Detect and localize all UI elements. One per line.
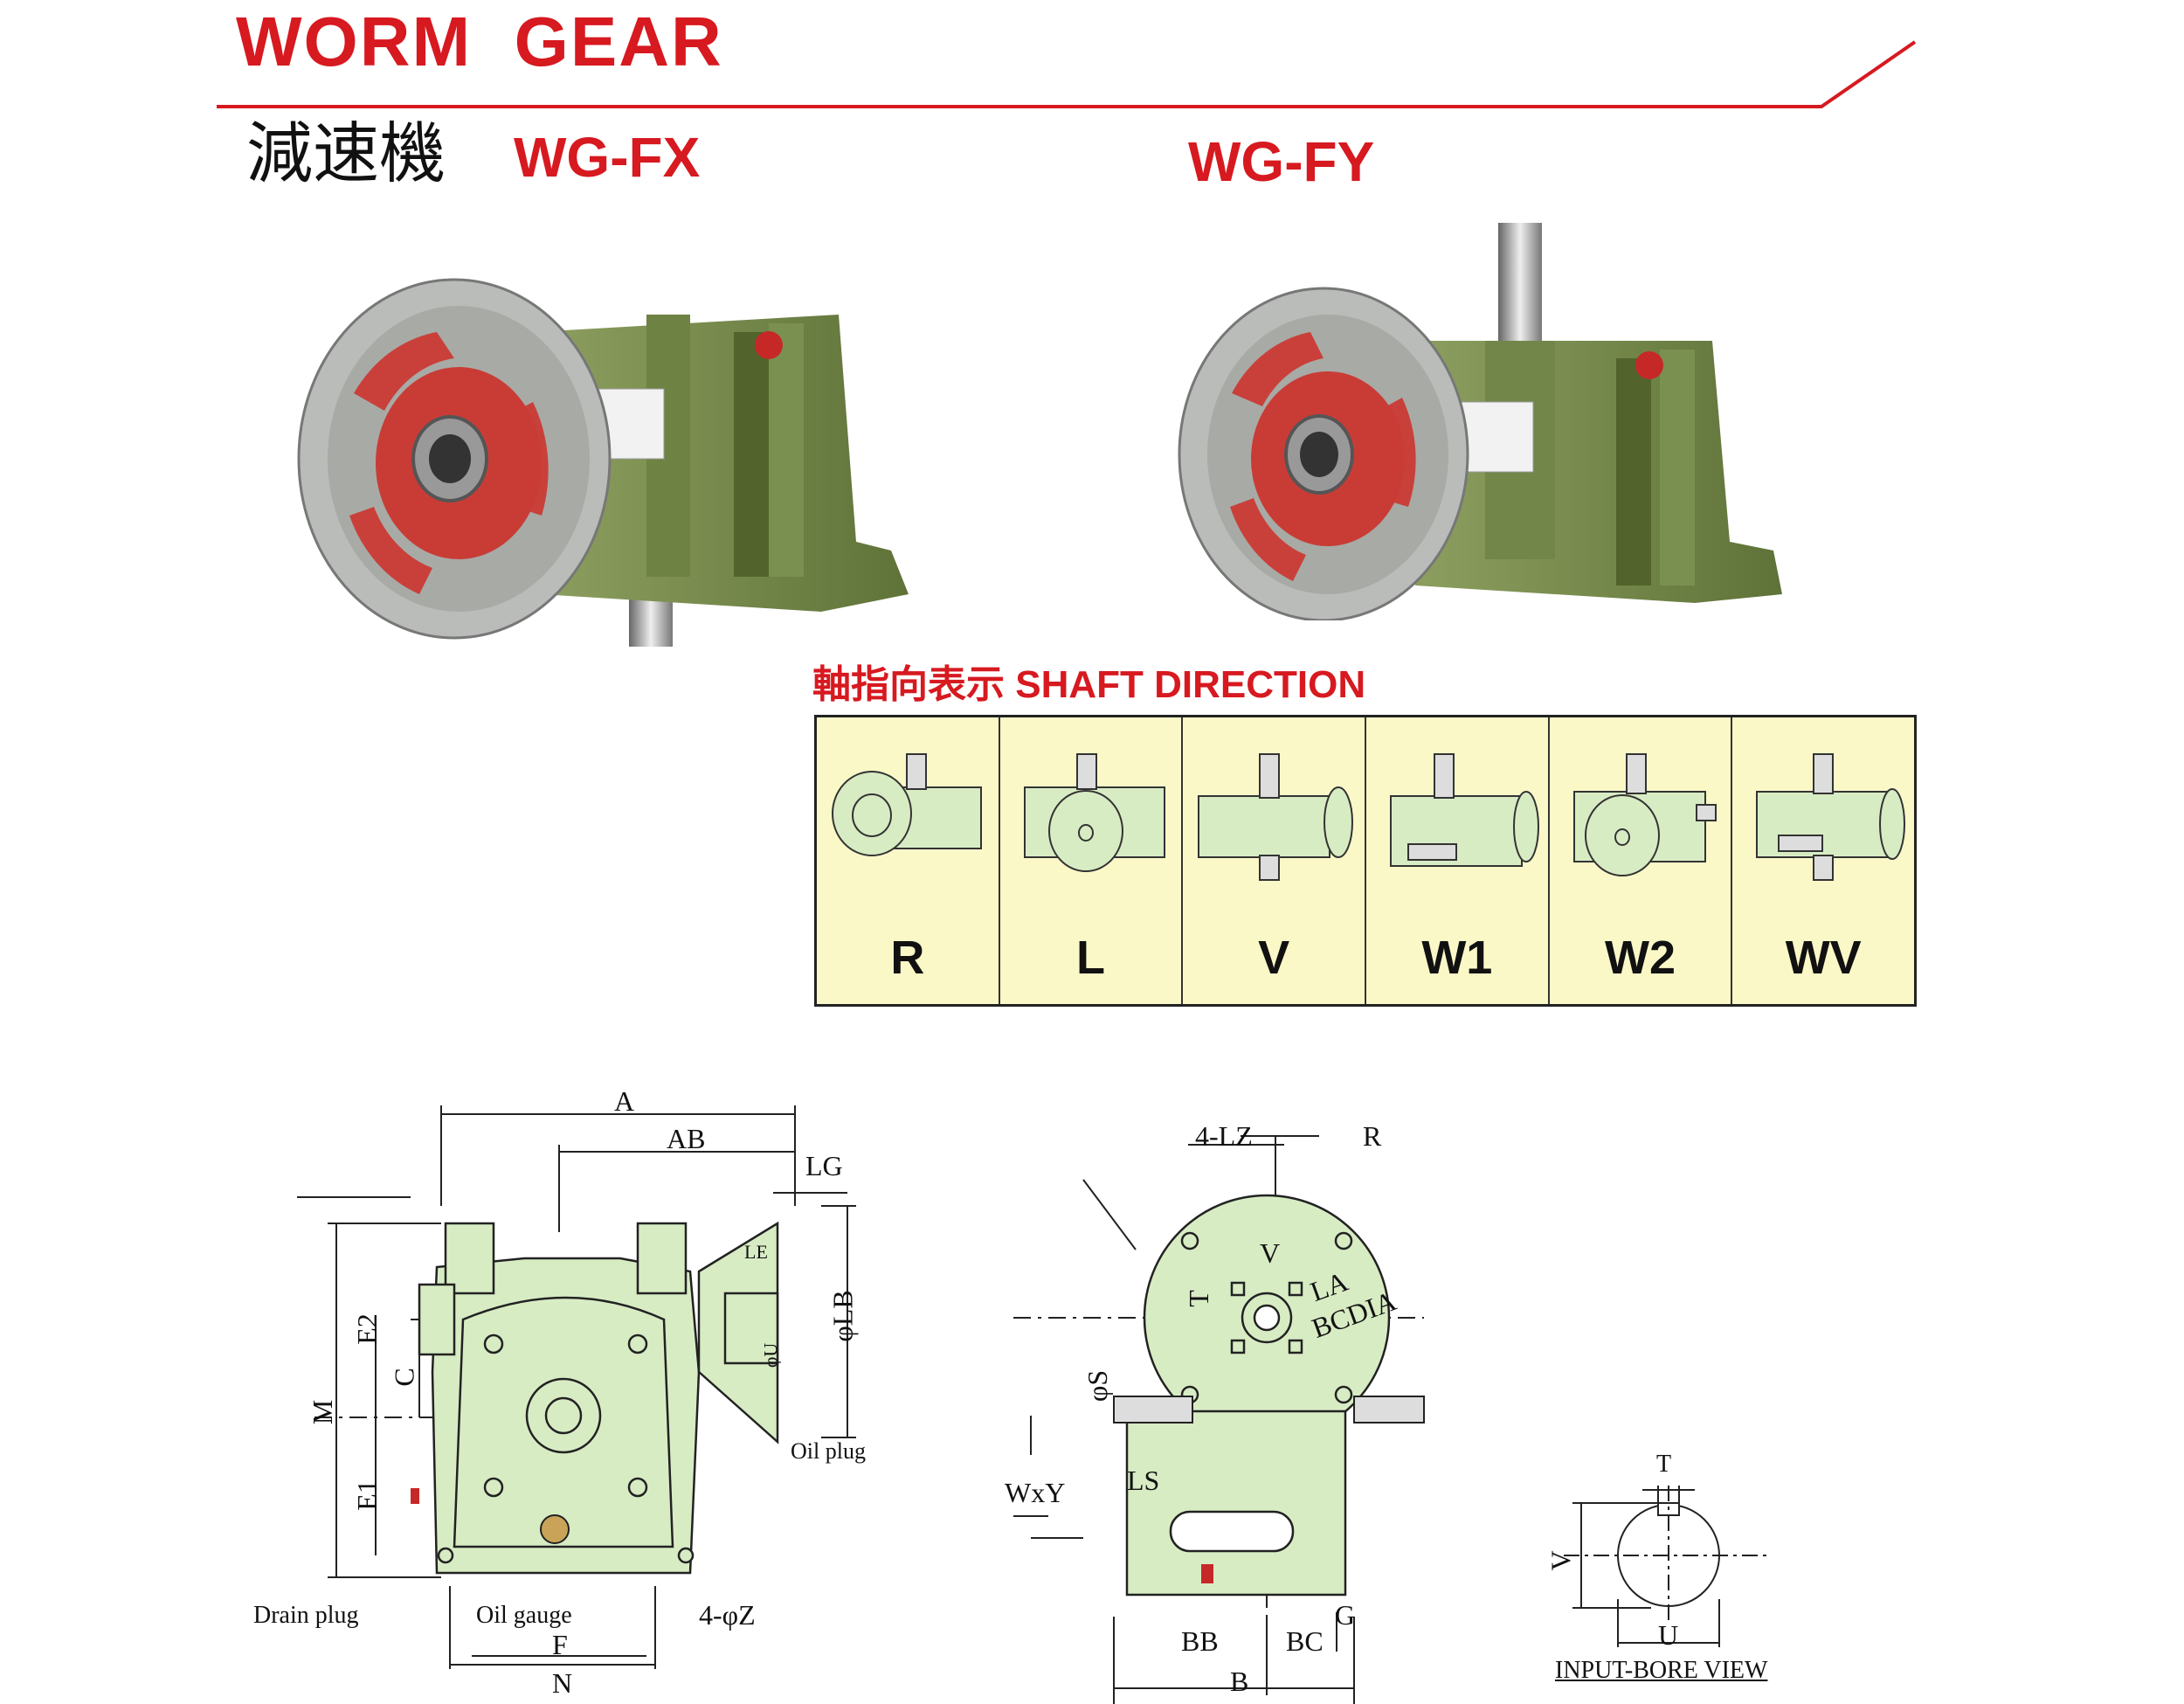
dim-t: T	[1182, 1290, 1214, 1307]
wg-fy-product-image	[1178, 223, 1782, 620]
shaft-option-label: WV	[1785, 932, 1862, 984]
page-title: WORM GEAR	[236, 3, 723, 80]
shaft-option-label: W2	[1605, 932, 1676, 984]
dim-m: M	[307, 1399, 339, 1425]
dim-b: B	[1230, 1666, 1249, 1697]
dim-a: A	[614, 1085, 635, 1117]
drain-plug-label: Drain plug	[253, 1602, 359, 1629]
bore-dim-t: T	[1656, 1451, 1672, 1478]
shaft-direction-table: R L V W1 W2 WV	[814, 715, 1917, 1007]
gearbox-w1-icon	[1390, 753, 1540, 867]
chinese-title: 減速機	[246, 114, 446, 192]
shaft-option-w1: W1	[1366, 717, 1550, 1004]
model-fx-label: WG-FX	[514, 126, 701, 189]
bore-dim-u: U	[1658, 1619, 1679, 1651]
header-rule	[217, 40, 1917, 108]
shaft-option-l: L	[1000, 717, 1184, 1004]
wg-fx-product-image	[297, 278, 909, 647]
dim-ls: LS	[1127, 1465, 1160, 1496]
side-view-drawing	[1013, 1135, 1425, 1704]
gearbox-wv-icon	[1756, 753, 1906, 881]
shaft-option-w2: W2	[1550, 717, 1733, 1004]
gearbox-r-icon	[832, 753, 982, 856]
shaft-option-label: W1	[1421, 932, 1493, 984]
input-bore-drawing	[1564, 1486, 1769, 1647]
dim-v: V	[1260, 1237, 1281, 1269]
bore-dim-v: V	[1545, 1550, 1577, 1571]
gearbox-l-icon	[1023, 753, 1165, 872]
dim-r: R	[1363, 1120, 1382, 1152]
dim-s: φS	[1082, 1369, 1114, 1403]
dim-lg: LG	[805, 1150, 843, 1181]
input-bore-caption: INPUT-BORE VIEW	[1555, 1657, 1768, 1684]
model-fy-label: WG-FY	[1188, 130, 1375, 193]
front-view-drawing	[297, 1105, 856, 1669]
shaft-option-label: R	[890, 932, 925, 984]
dim-bc: BC	[1286, 1625, 1324, 1657]
dim-4-lz: 4-LZ	[1195, 1120, 1253, 1152]
dim-g: G	[1335, 1599, 1356, 1631]
shaft-option-wv: WV	[1732, 717, 1914, 1004]
shaft-option-r: R	[817, 717, 1000, 1004]
dim-le: LE	[744, 1241, 768, 1263]
dim-lb: φLB	[826, 1290, 859, 1342]
shaft-option-label: V	[1258, 932, 1290, 984]
oil-plug-label: Oil plug	[791, 1438, 866, 1464]
dim-bb: BB	[1181, 1625, 1219, 1657]
dim-wxy: WxY	[1005, 1477, 1066, 1508]
dim-f: F	[552, 1629, 568, 1660]
shaft-direction-heading: 軸指向表示 SHAFT DIRECTION	[812, 662, 1366, 707]
dim-e1: E1	[350, 1479, 383, 1511]
gearbox-v-icon	[1198, 753, 1354, 881]
dim-4-z: 4-φZ	[699, 1599, 756, 1631]
dim-n: N	[552, 1667, 573, 1699]
shaft-option-v: V	[1183, 717, 1367, 1004]
dim-ab: AB	[667, 1123, 706, 1154]
dim-u: φU	[759, 1342, 782, 1368]
shaft-option-label: L	[1076, 932, 1105, 984]
dim-c: C	[388, 1368, 420, 1387]
oil-gauge-label: Oil gauge	[476, 1602, 572, 1629]
dim-e2: E2	[350, 1313, 383, 1345]
gearbox-w2-icon	[1572, 753, 1717, 876]
